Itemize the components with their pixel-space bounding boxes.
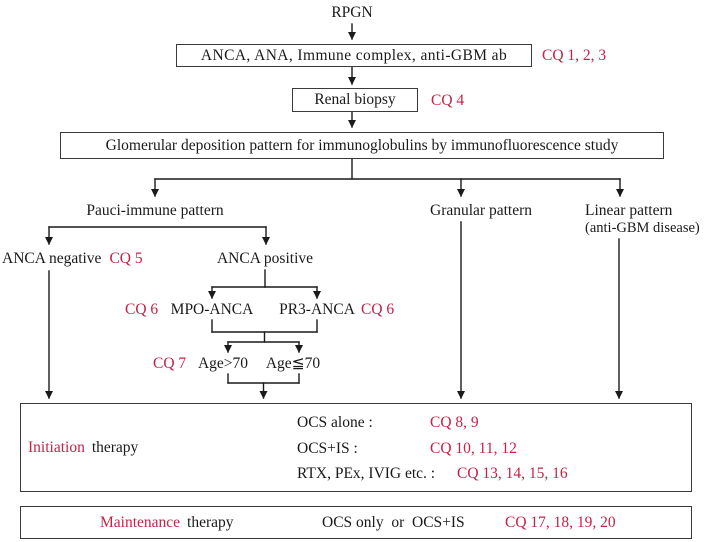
maintenance-word: Maintenance	[100, 514, 181, 531]
mpo-anca-label: MPO-ANCA	[170, 301, 254, 318]
anca-negative-group: ANCA negative CQ 5	[2, 250, 143, 268]
linear-pattern-line1: Linear pattern	[585, 202, 673, 219]
age-under-70-label: Age≦70	[265, 355, 321, 372]
deposition-pattern-label: Glomerular deposition pattern for immuno…	[105, 136, 619, 154]
maintenance-therapy-title: Maintenance therapy	[100, 514, 234, 532]
anca-negative-label: ANCA negative	[2, 250, 102, 267]
cq-4-label: CQ 4	[431, 92, 465, 109]
initiation-row-1-cq: CQ 8, 9	[430, 414, 479, 431]
maintenance-therapy-box	[20, 506, 692, 539]
initiation-therapy-box	[20, 403, 692, 492]
deposition-pattern-box: Glomerular deposition pattern for immuno…	[60, 132, 664, 159]
linear-pattern-line2: (anti-GBM disease)	[585, 219, 700, 236]
maintenance-therapy-word: therapy	[187, 514, 234, 531]
serology-tests-label: ANCA, ANA, Immune complex, anti-GBM ab	[200, 46, 508, 64]
cq-7-label: CQ 7	[153, 355, 187, 372]
granular-pattern-label: Granular pattern	[430, 202, 532, 219]
initiation-row-1-treatment: OCS alone :	[297, 414, 373, 431]
cq-6-left-label: CQ 6	[125, 301, 159, 318]
initiation-row-2-cq: CQ 10, 11, 12	[430, 440, 517, 457]
initiation-therapy-title: Initiation therapy	[28, 439, 138, 457]
cq-5-label: CQ 5	[109, 250, 143, 267]
cq-6-right-label: CQ 6	[361, 301, 395, 318]
age-over-70-label: Age>70	[197, 355, 249, 372]
anca-positive-label: ANCA positive	[216, 250, 314, 267]
renal-biopsy-box: Renal biopsy	[292, 88, 418, 112]
initiation-word: Initiation	[28, 439, 85, 456]
initiation-therapy-word: therapy	[91, 439, 139, 456]
initiation-row-3-cq: CQ 13, 14, 15, 16	[457, 465, 568, 482]
initiation-row-2-treatment: OCS+IS :	[297, 440, 358, 457]
serology-tests-box: ANCA, ANA, Immune complex, anti-GBM ab	[176, 44, 532, 67]
maintenance-options-label: OCS only or OCS+IS	[322, 514, 465, 531]
pr3-anca-label: PR3-ANCA	[279, 301, 355, 318]
pauci-immune-pattern-label: Pauci-immune pattern	[86, 202, 224, 219]
renal-biopsy-label: Renal biopsy	[314, 91, 396, 109]
linear-pattern-label: Linear pattern (anti-GBM disease)	[585, 202, 700, 236]
cq-17-20-label: CQ 17, 18, 19, 20	[505, 514, 616, 531]
initiation-row-3-treatment: RTX, PEx, IVIG etc. :	[297, 465, 436, 482]
cq-1-2-3-label: CQ 1, 2, 3	[542, 47, 607, 64]
rpgn-node: RPGN	[331, 4, 373, 21]
